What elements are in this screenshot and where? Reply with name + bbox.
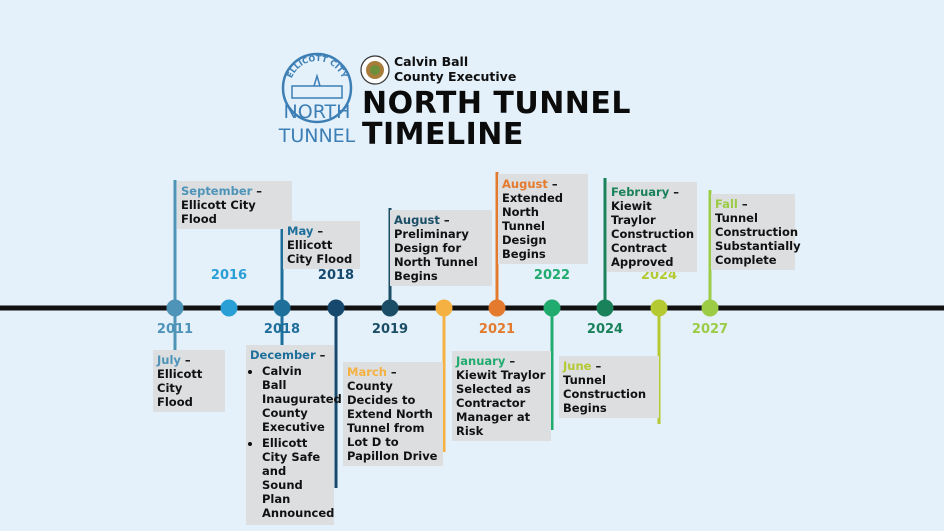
event-description: County Decides to Extend North Tunnel fr… [347,379,438,463]
event-dash: – [180,353,191,367]
timeline-node [596,299,614,317]
year-label: 2027 [691,322,729,337]
timeline-node [701,299,719,317]
event-description: Extended North Tunnel Design Begins [502,191,564,261]
timeline-node [543,299,561,317]
event-dash: – [591,359,602,373]
event-dash: – [439,213,450,227]
timeline-node [488,299,506,317]
event-month: August [394,213,440,227]
event-month: August [502,177,548,191]
event-heading: Fall – [715,197,791,211]
year-label: 2018 [317,268,355,283]
timeline-node [650,299,668,317]
timeline-node [166,299,184,317]
event-heading: August – [394,213,488,227]
event-month: July [157,353,181,367]
event-dash: – [313,224,324,238]
event-box: August –Extended North Tunnel Design Beg… [498,174,588,264]
timeline-node [435,299,453,317]
event-dash: – [315,348,326,362]
executive-name: Calvin Ball [394,54,469,69]
event-heading: September – [181,184,288,198]
event-dash: – [386,365,397,379]
event-heading: June – [563,359,655,373]
timeline-node [327,299,345,317]
page-title: NORTH TUNNEL TIMELINE [362,88,692,150]
event-month: Fall [715,197,738,211]
event-heading: March – [347,365,439,379]
event-box: January –Kiewit Traylor Selected as Cont… [452,351,551,441]
event-box: Fall –Tunnel Construction Substantially … [711,194,801,270]
event-month: September [181,184,253,198]
event-bullet: Ellicott City Safe and Sound Plan Announ… [262,436,334,520]
event-dash: – [669,185,679,199]
event-month: December [250,348,316,362]
event-description: Preliminary Design for North Tunnel Begi… [394,227,478,283]
year-label: 2024 [586,322,624,337]
event-dash: – [547,177,558,191]
timeline-node [273,299,291,317]
year-label: 2018 [263,322,301,337]
event-dash: – [505,354,516,368]
event-heading: December – [250,348,330,362]
north-tunnel-logo: ELLICOTT CITY NORTH TUNNEL [278,52,356,147]
logo-word-tunnel: TUNNEL [278,125,356,147]
event-box: May –Ellicott City Flood [283,221,360,269]
title-line-1: NORTH TUNNEL [362,86,632,121]
executive-title: County Executive [394,69,517,84]
year-label: 2011 [156,322,194,337]
event-box: July –Ellicott City Flood [153,350,225,412]
event-heading: February – [611,185,693,199]
event-description: Tunnel Construction Substantially Comple… [715,211,801,267]
event-dash: – [737,197,748,211]
event-box: February –Kiewit Traylor Construction Co… [607,182,697,272]
event-month: February [611,185,670,199]
event-heading: May – [287,224,356,238]
event-heading: August – [502,177,584,191]
event-box: September –Ellicott City Flood [177,181,292,229]
event-heading: July – [157,353,221,367]
county-seal-icon [360,55,390,85]
year-label: 2021 [478,322,516,337]
timeline-node [220,299,238,317]
event-month: January [456,354,506,368]
county-executive-label: Calvin Ball County Executive [394,54,516,84]
year-label: 2022 [533,268,571,283]
event-heading: January – [456,354,547,368]
event-box: December – Calvin Ball Inaugurated County… [246,345,342,525]
logo-word-north: NORTH [284,101,351,123]
event-box: June –Tunnel Construction Begins [559,356,659,418]
event-description: Kiewit Traylor Selected as Contractor Ma… [456,368,546,438]
event-description: Ellicott City Flood [287,238,353,266]
year-label: 2016 [210,268,248,283]
event-description: Tunnel Construction Begins [563,373,647,415]
event-bullet: Calvin Ball Inaugurated County Executive [262,364,342,434]
event-description: Ellicott City Flood [181,198,256,226]
event-month: May [287,224,314,238]
event-description: Ellicott City Flood [157,367,203,409]
event-month: June [563,359,592,373]
event-dash: – [252,184,263,198]
timeline-node [381,299,399,317]
event-month: March [347,365,387,379]
event-description: Kiewit Traylor Construction Contract App… [611,199,695,269]
event-box: August –Preliminary Design for North Tun… [390,210,492,286]
year-label: 2019 [371,322,409,337]
event-bullet-list: Calvin Ball Inaugurated County Executive… [250,364,342,520]
title-line-2: TIMELINE [362,117,524,152]
event-box: March –County Decides to Extend North Tu… [343,362,443,466]
